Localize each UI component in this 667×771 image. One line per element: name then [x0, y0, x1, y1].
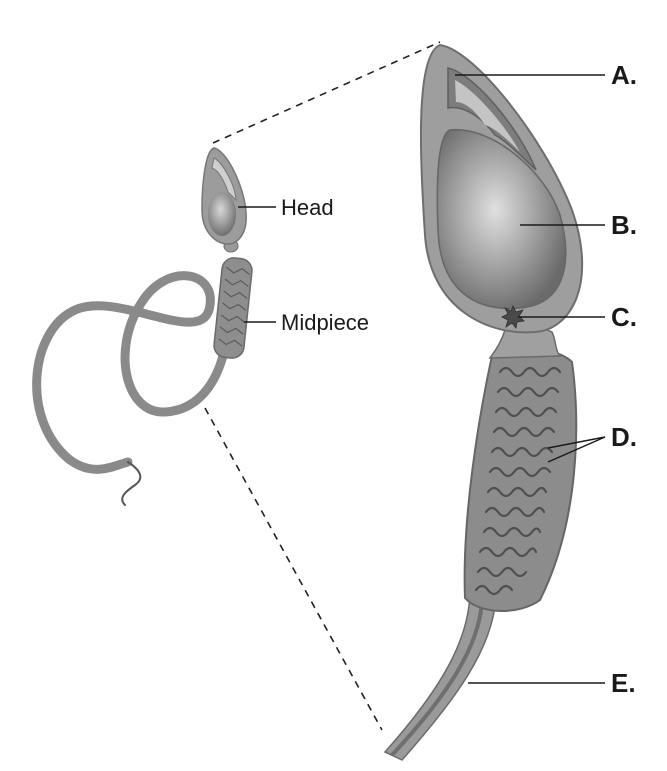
- label-b: B.: [611, 210, 637, 240]
- acrosome-inner: [455, 80, 520, 152]
- label-head: Head: [281, 195, 334, 220]
- label-a: A.: [611, 60, 637, 90]
- zoom-line-bottom: [204, 407, 383, 731]
- leader-lines: [238, 74, 606, 684]
- large-sperm: [383, 43, 584, 761]
- zoom-lines: [204, 41, 441, 731]
- leader-d2: [547, 436, 606, 463]
- centriole-icon: [501, 305, 525, 329]
- leader-d1: [547, 436, 606, 449]
- small-acrosome: [211, 157, 237, 202]
- label-e: E.: [611, 668, 636, 698]
- large-tail-core: [390, 599, 484, 757]
- large-midpiece: [463, 348, 578, 612]
- small-sperm: [32, 147, 253, 506]
- large-tail: [383, 588, 497, 761]
- label-d: D.: [611, 422, 637, 452]
- small-midpiece-texture: [218, 266, 250, 347]
- label-midpiece: Midpiece: [281, 310, 369, 335]
- label-c: C.: [611, 302, 637, 332]
- small-tail: [32, 271, 233, 474]
- mitochondria: [474, 366, 562, 596]
- nucleus: [436, 128, 567, 310]
- zoom-line-top: [212, 41, 441, 144]
- small-nucleus: [208, 192, 236, 236]
- small-tail-tip: [121, 461, 142, 506]
